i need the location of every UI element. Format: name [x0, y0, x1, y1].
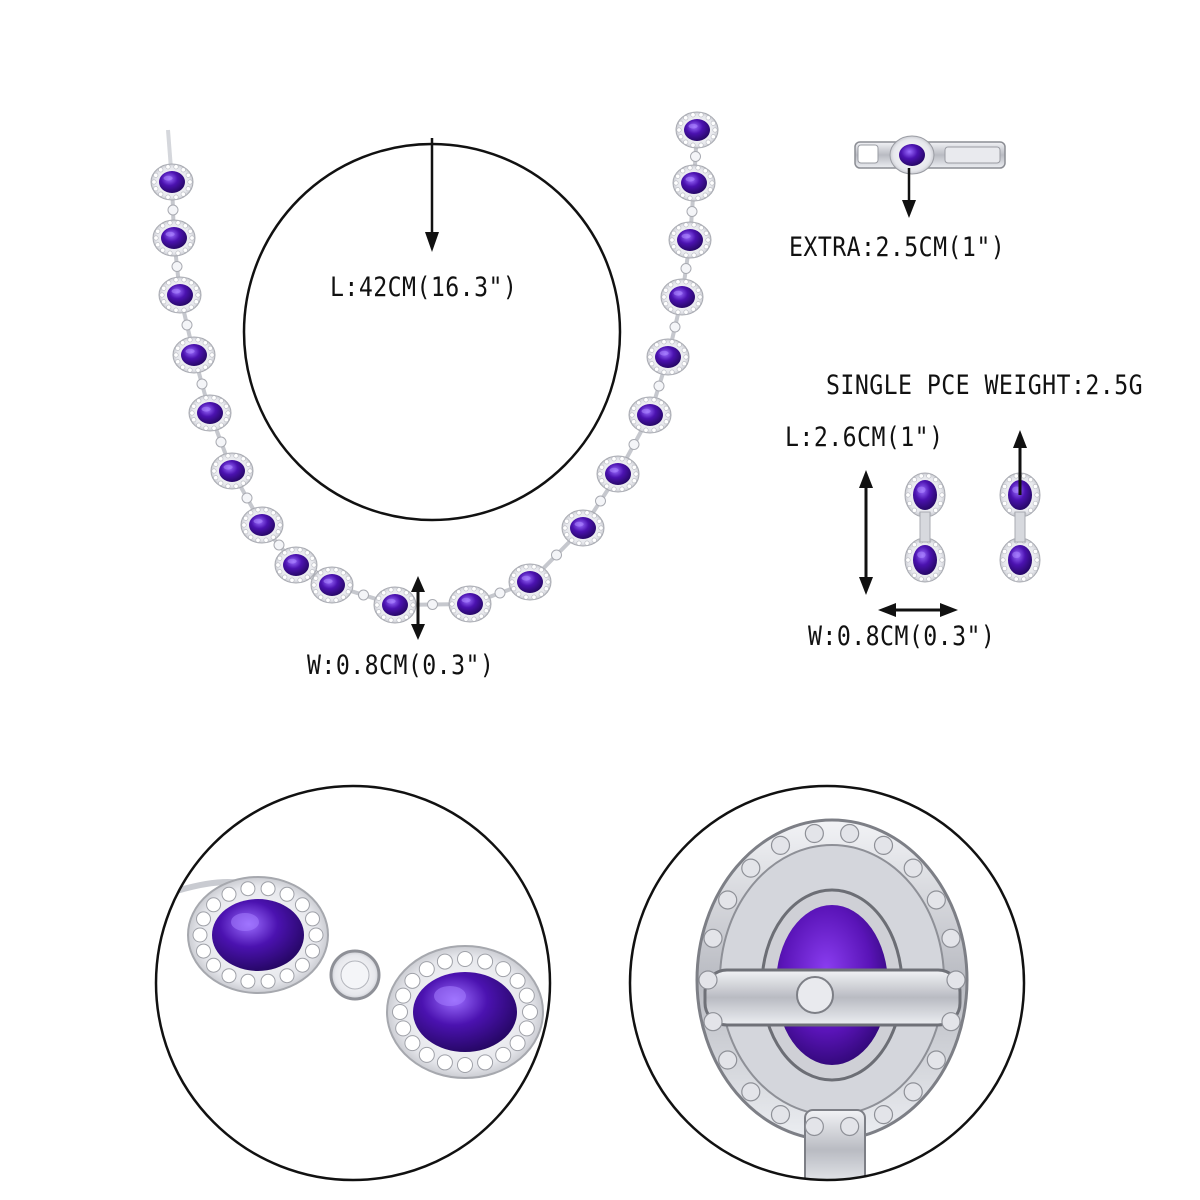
necklace-gem — [172, 336, 216, 374]
earring-gem — [904, 537, 946, 583]
necklace-gem — [646, 338, 690, 376]
necklace-gem — [310, 566, 354, 604]
necklace-gem — [274, 546, 318, 584]
necklace-gem — [672, 164, 716, 202]
necklace-gem — [660, 278, 704, 316]
necklace-gem — [561, 509, 605, 547]
necklace-gem — [628, 396, 672, 434]
earring-gem — [904, 472, 946, 518]
necklace-gem — [150, 163, 194, 201]
necklace-image — [150, 111, 719, 624]
necklace-gem — [240, 506, 284, 544]
earring-top-arrow — [1013, 430, 1027, 495]
earring-length-arrow — [859, 470, 873, 595]
necklace-gem — [210, 452, 254, 490]
necklace-gem — [675, 111, 719, 149]
necklace-width-label: W:0.8CM(0.3") — [307, 650, 495, 681]
extender-length-label: EXTRA:2.5CM(1") — [789, 232, 1006, 263]
necklace-gem — [152, 219, 196, 257]
necklace-length-label: L:42CM(16.3") — [330, 272, 518, 303]
necklace-gem — [596, 455, 640, 493]
necklace-closeup — [154, 784, 552, 1182]
necklace-gem — [158, 276, 202, 314]
necklace-length-arrowhead — [425, 232, 439, 252]
earring-width-arrow — [878, 603, 958, 617]
earring-gem — [999, 537, 1041, 583]
necklace-gem — [668, 221, 712, 259]
necklace-gem — [508, 563, 552, 601]
extender-clasp-image — [854, 135, 1006, 218]
necklace-gem — [373, 586, 417, 624]
necklace-gem — [188, 394, 232, 432]
earring-weight-label: SINGLE PCE WEIGHT:2.5G — [826, 370, 1144, 401]
earring-back-closeup — [628, 784, 1026, 1182]
earring-width-label: W:0.8CM(0.3") — [808, 621, 996, 652]
earring-length-label: L:2.6CM(1") — [785, 422, 944, 453]
necklace-width-arrow — [411, 576, 425, 640]
earrings-image — [904, 472, 1041, 583]
necklace-gem — [448, 585, 492, 623]
